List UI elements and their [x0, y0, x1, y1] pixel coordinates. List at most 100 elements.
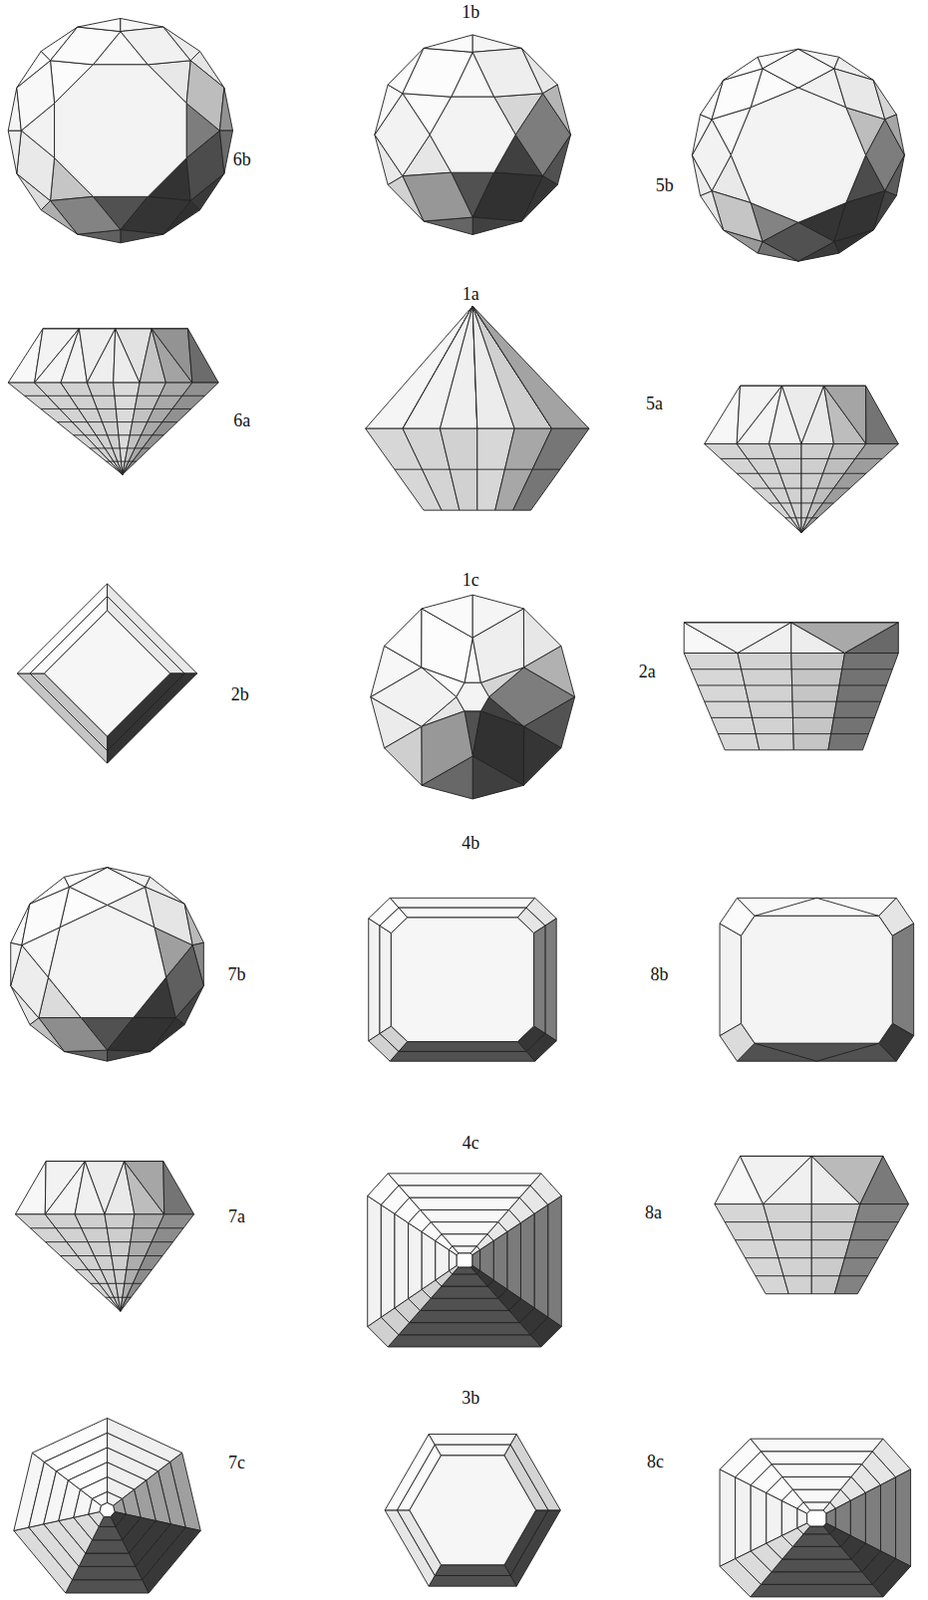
facet: [387, 1174, 542, 1187]
facet-edge: [117, 421, 133, 423]
facet: [520, 1214, 535, 1308]
facet-edge: [114, 395, 138, 397]
facet: [16, 50, 51, 88]
facet-edge: [106, 461, 111, 463]
facet-edge: [504, 469, 533, 471]
facet-edge: [773, 1239, 812, 1241]
facet-edge: [752, 488, 769, 490]
facet-edge: [134, 447, 143, 449]
facet: [120, 230, 164, 244]
facet-edge: [740, 385, 867, 387]
facet: [430, 1223, 499, 1236]
facet-edge: [153, 408, 173, 410]
figure-label: 7c: [226, 1454, 248, 1473]
facet: [892, 924, 914, 1037]
facet: [389, 898, 535, 909]
facet-edge: [769, 488, 786, 490]
facet-edge: [717, 733, 756, 735]
facet: [845, 622, 900, 654]
facet-edge: [724, 1222, 769, 1224]
facet: [769, 444, 802, 534]
facet-edge: [801, 502, 813, 504]
facet-edge: [754, 898, 817, 917]
facet-edge: [811, 1239, 850, 1241]
facet-edge: [532, 469, 561, 471]
facet-edge: [811, 1275, 840, 1277]
facet: [782, 1546, 852, 1560]
facet-edge: [748, 701, 793, 703]
facet: [99, 1503, 115, 1518]
facet-edge: [792, 684, 840, 686]
facet: [472, 306, 590, 429]
figure-label: 3b: [459, 1389, 482, 1408]
facet-edge: [823, 502, 835, 504]
facet: [16, 130, 55, 201]
facet-edge: [833, 488, 850, 490]
facet: [367, 1196, 382, 1327]
facet: [704, 385, 741, 444]
facet-edge: [817, 488, 834, 490]
facet: [730, 87, 866, 223]
facet-edge: [98, 1283, 108, 1285]
facet: [865, 1486, 881, 1552]
facet-edge: [792, 701, 837, 703]
facet: [683, 622, 792, 654]
facet-edge: [40, 408, 60, 410]
facet-edge: [801, 517, 807, 519]
facet: [896, 1470, 912, 1567]
facet: [430, 1286, 499, 1299]
facet-edge: [836, 701, 881, 703]
facet: [791, 622, 900, 654]
facet: [107, 1017, 177, 1052]
facet: [408, 1224, 423, 1300]
facet-edge: [747, 458, 775, 460]
figure-label: 1c: [460, 571, 482, 590]
facet: [493, 1233, 508, 1291]
facet-edge: [96, 408, 116, 410]
facet-edge: [791, 668, 843, 670]
facet: [34, 382, 123, 475]
facet-edge: [839, 1275, 868, 1277]
facet-edge: [801, 488, 818, 490]
facet: [107, 868, 151, 889]
facet: [85, 1541, 129, 1554]
facet: [507, 1224, 522, 1300]
facet: [736, 1043, 897, 1062]
facet: [374, 84, 403, 135]
facet: [151, 328, 193, 383]
facet-edge: [56, 421, 72, 423]
facet-edge: [394, 469, 423, 471]
facet-edge: [91, 395, 115, 397]
facet: [735, 1478, 752, 1560]
facet-edge: [751, 717, 793, 719]
facet: [472, 217, 522, 235]
facet-edge: [132, 1228, 159, 1230]
facet-edge: [157, 1228, 184, 1230]
facet-edge: [124, 461, 129, 463]
facet-edge: [45, 1241, 67, 1243]
facet-edge: [105, 1297, 110, 1299]
facet-edge: [119, 447, 128, 449]
facet: [757, 242, 799, 263]
facet: [419, 1210, 509, 1223]
facet: [78, 328, 115, 383]
facet-edge: [122, 1297, 127, 1299]
facet-edge: [842, 668, 894, 670]
facet-edge: [755, 1275, 784, 1277]
figure-label: 4c: [460, 1134, 482, 1153]
figure-label: 2b: [229, 685, 252, 704]
facet: [107, 1050, 151, 1062]
facet: [434, 1445, 511, 1457]
facet-edge: [769, 502, 781, 504]
facet: [763, 1156, 813, 1205]
facet-edge: [833, 717, 875, 719]
figure-label: 8b: [648, 965, 671, 984]
facet: [719, 1470, 736, 1567]
facet-edge: [162, 421, 178, 423]
facet-edge: [118, 434, 130, 436]
facet-edge: [740, 1156, 884, 1158]
facet: [737, 622, 792, 654]
facet-edge: [77, 1255, 95, 1257]
facet: [472, 47, 543, 97]
facet-edge: [118, 1297, 123, 1299]
